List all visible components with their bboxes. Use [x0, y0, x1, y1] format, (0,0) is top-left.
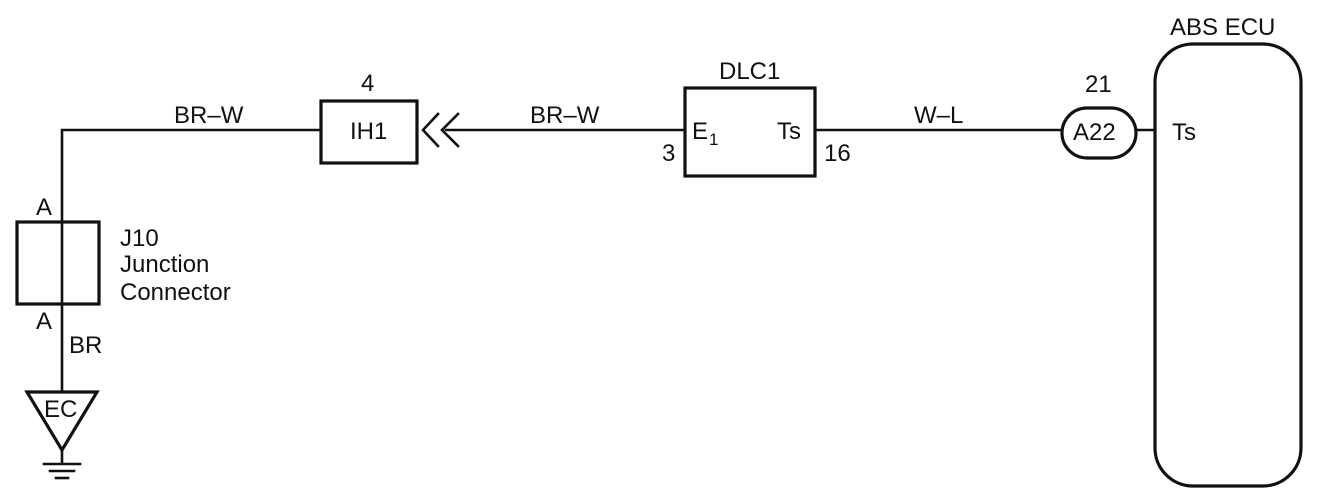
ecu-title: ABS ECU	[1170, 14, 1275, 41]
ih1-label: IH1	[350, 118, 387, 145]
dlc1-left-pin: 3	[662, 140, 675, 167]
ih1-pin: 4	[361, 70, 374, 97]
j10-bottom-pin: A	[36, 308, 52, 335]
connector-chevron-outer	[440, 112, 460, 148]
a22-connector	[1060, 106, 1138, 160]
abs-ecu	[1153, 42, 1303, 488]
a22-label: A22	[1073, 119, 1116, 146]
dlc1-connector	[683, 86, 817, 178]
dlc1-ts-label: Ts	[777, 118, 801, 145]
j10-label-junction: Junction	[120, 251, 209, 278]
a22-pin: 21	[1085, 71, 1112, 98]
wire-label-w-l: W–L	[914, 102, 963, 129]
dlc1-e-label: E1	[692, 118, 718, 149]
j10-junction-connector	[15, 220, 101, 306]
connector-chevron-inner	[421, 112, 440, 148]
ih1-connector	[319, 99, 419, 165]
dlc1-title: DLC1	[719, 58, 780, 85]
wire-label-br-w-middle: BR–W	[530, 102, 600, 129]
j10-top-pin: A	[36, 194, 52, 221]
ground-label-ec: EC	[44, 396, 77, 423]
j10-label: J10	[120, 225, 159, 252]
wire-label-br: BR	[69, 332, 102, 359]
ecu-ts-label: Ts	[1172, 119, 1196, 146]
wire-label-br-w-left: BR–W	[174, 102, 244, 129]
j10-label-connector: Connector	[120, 279, 231, 306]
ground-point-ec	[24, 390, 100, 454]
dlc1-right-pin: 16	[824, 140, 851, 167]
